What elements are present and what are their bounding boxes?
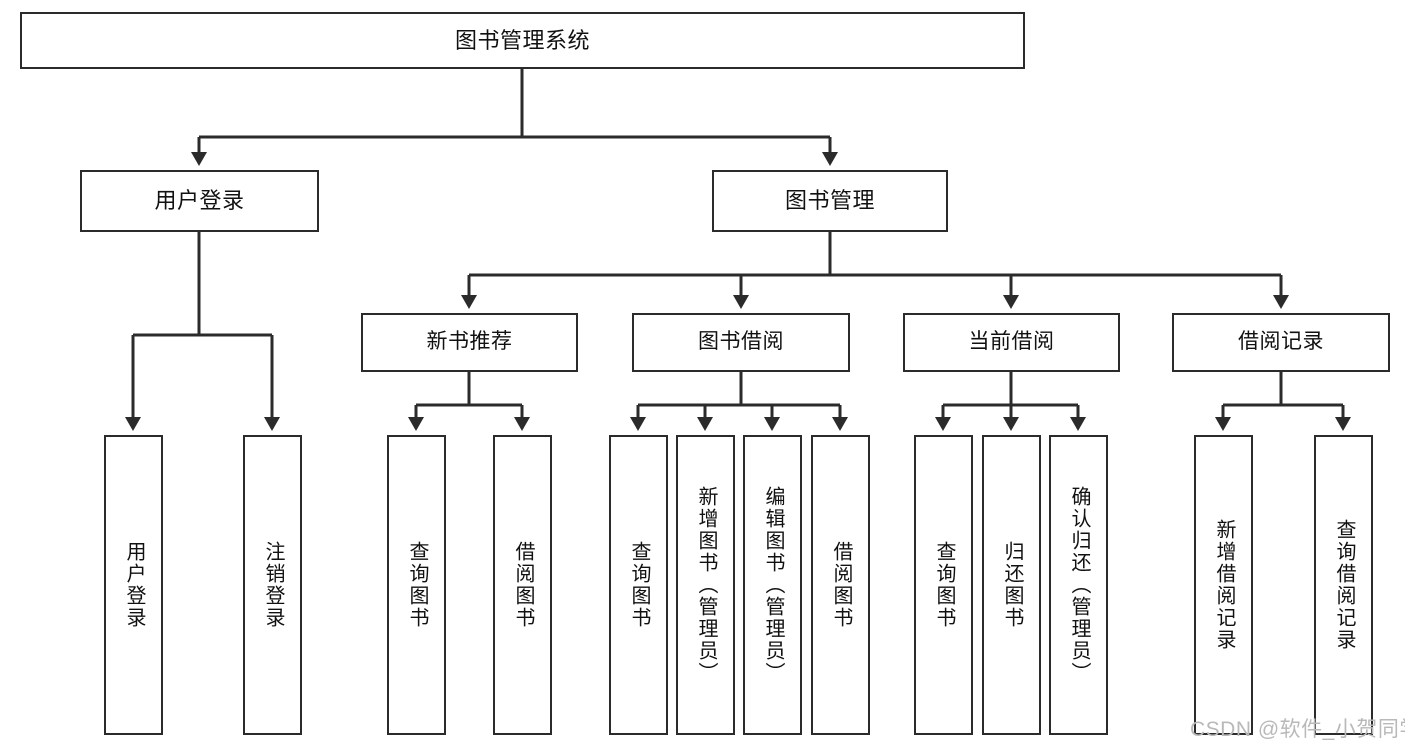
leaf-new-book-borrow-label: 借阅图书 xyxy=(512,541,534,629)
leaf-book-borrow-edit[interactable]: 编辑图书（管理员） xyxy=(743,435,802,735)
leaf-book-borrow-borrow[interactable]: 借阅图书 xyxy=(811,435,870,735)
leaf-user-login-login-label: 用户登录 xyxy=(123,541,145,629)
leaf-user-login-logout-label: 注销登录 xyxy=(262,541,284,629)
leaf-current-borrow-return[interactable]: 归还图书 xyxy=(982,435,1041,735)
leaf-current-borrow-query-label: 查询图书 xyxy=(933,541,955,629)
leaf-new-book-borrow[interactable]: 借阅图书 xyxy=(493,435,552,735)
node-root-system[interactable]: 图书管理系统 xyxy=(20,12,1025,69)
leaf-current-borrow-confirm-return-label: 确认归还（管理员） xyxy=(1068,486,1090,684)
node-current-borrow-label: 当前借阅 xyxy=(968,330,1055,354)
csdn-watermark: CSDN @软件_小贺同学 xyxy=(1190,718,1405,741)
leaf-borrow-record-add-label: 新增借阅记录 xyxy=(1213,519,1235,651)
leaf-borrow-record-query-label: 查询借阅记录 xyxy=(1333,519,1355,651)
leaf-borrow-record-add[interactable]: 新增借阅记录 xyxy=(1194,435,1253,735)
node-book-borrow-label: 图书借阅 xyxy=(698,330,784,354)
leaf-current-borrow-confirm-return[interactable]: 确认归还（管理员） xyxy=(1049,435,1108,735)
leaf-book-borrow-add-label: 新增图书（管理员） xyxy=(695,486,717,684)
node-new-book-recommend-label: 新书推荐 xyxy=(426,330,513,354)
node-user-login-label: 用户登录 xyxy=(154,188,245,214)
leaf-borrow-record-query[interactable]: 查询借阅记录 xyxy=(1314,435,1373,735)
leaf-current-borrow-query[interactable]: 查询图书 xyxy=(914,435,973,735)
leaf-book-borrow-query-label: 查询图书 xyxy=(628,541,650,629)
leaf-book-borrow-edit-label: 编辑图书（管理员） xyxy=(762,486,784,684)
node-book-management-label: 图书管理 xyxy=(784,188,875,214)
node-root-system-label: 图书管理系统 xyxy=(454,27,590,53)
node-borrow-record[interactable]: 借阅记录 xyxy=(1172,313,1390,372)
leaf-new-book-query[interactable]: 查询图书 xyxy=(387,435,446,735)
leaf-user-login-logout[interactable]: 注销登录 xyxy=(243,435,302,735)
node-book-management[interactable]: 图书管理 xyxy=(712,170,948,232)
node-user-login[interactable]: 用户登录 xyxy=(80,170,319,232)
leaf-book-borrow-add[interactable]: 新增图书（管理员） xyxy=(676,435,735,735)
node-new-book-recommend[interactable]: 新书推荐 xyxy=(361,313,578,372)
node-current-borrow[interactable]: 当前借阅 xyxy=(903,313,1120,372)
leaf-book-borrow-borrow-label: 借阅图书 xyxy=(830,541,852,629)
leaf-new-book-query-label: 查询图书 xyxy=(406,541,428,629)
leaf-current-borrow-return-label: 归还图书 xyxy=(1001,541,1023,629)
node-book-borrow[interactable]: 图书借阅 xyxy=(632,313,850,372)
leaf-book-borrow-query[interactable]: 查询图书 xyxy=(609,435,668,735)
leaf-user-login-login[interactable]: 用户登录 xyxy=(104,435,163,735)
node-borrow-record-label: 借阅记录 xyxy=(1238,330,1324,354)
